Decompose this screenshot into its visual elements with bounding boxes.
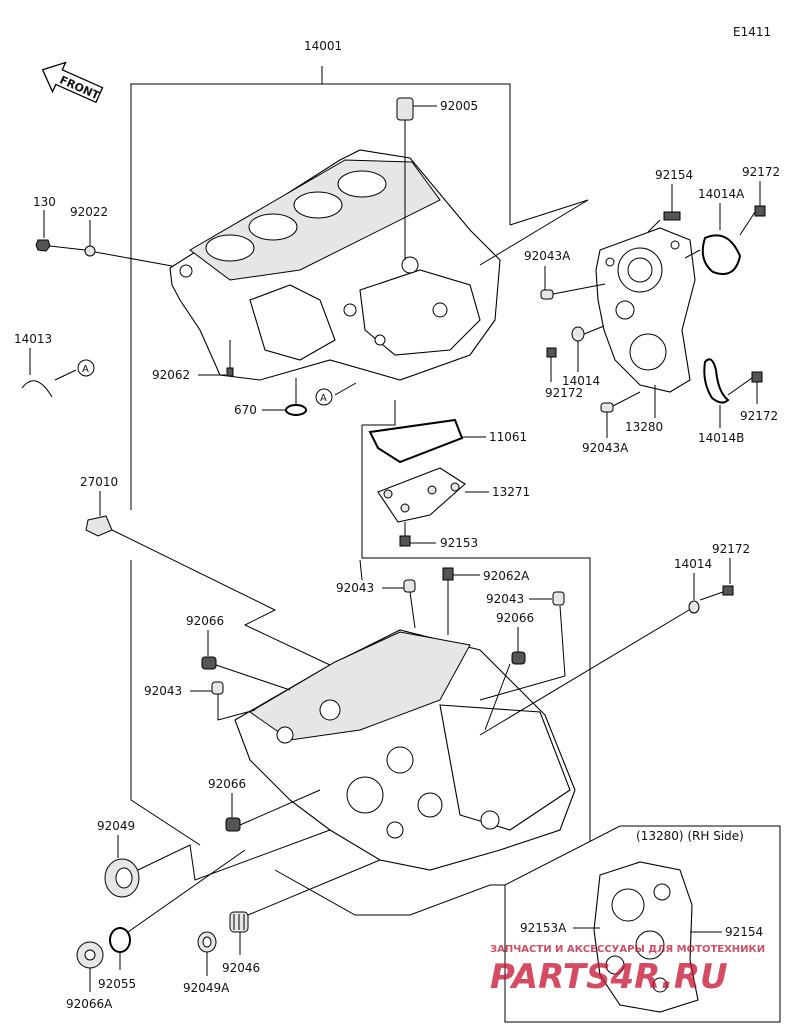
screw-92172-b — [546, 347, 557, 358]
o-ring-92055 — [109, 927, 131, 953]
label-130: 130 — [33, 195, 56, 209]
o-ring-670 — [285, 404, 307, 416]
label-92062: 92062 — [152, 368, 190, 382]
dowel-92062 — [226, 367, 234, 377]
inset-title: (13280) (RH Side) — [636, 829, 744, 843]
label-92043-b: 92043 — [486, 592, 524, 606]
label-92154-b: 92154 — [725, 925, 763, 939]
label-92062A: 92062A — [483, 569, 530, 583]
label-92172-d: 92172 — [712, 542, 750, 556]
label-92043A-bottom: 92043A — [582, 441, 629, 455]
bolt-130 — [35, 239, 51, 252]
label-92046: 92046 — [222, 961, 260, 975]
label-14014A: 14014A — [698, 187, 745, 201]
label-92153: 92153 — [440, 536, 478, 550]
plate-13271 — [377, 467, 466, 523]
bolt-92154 — [647, 211, 681, 233]
label-11061: 11061 — [489, 430, 527, 444]
ref-letter-a2: A — [320, 393, 327, 404]
oil-seal-92049A — [197, 931, 217, 953]
screw-92172-d — [722, 585, 734, 596]
inset-rh-side: (13280) (RH Side) 92153A 92154 — [504, 825, 781, 1023]
switch-27010 — [85, 515, 113, 537]
screw-92172-c — [751, 371, 763, 383]
upper-crankcase-frame — [130, 66, 511, 510]
screw-92172-a — [754, 205, 766, 217]
label-14013: 14013 — [14, 332, 52, 346]
grommet-92066-a — [201, 656, 217, 670]
cover-gasket-14014B — [703, 358, 730, 404]
label-27010: 27010 — [80, 475, 118, 489]
oil-seal-92049 — [104, 858, 140, 898]
ref-circle-a2 — [315, 388, 333, 406]
right-cover-13280 — [595, 227, 696, 393]
dowel-92043-c — [211, 681, 224, 695]
grommet-92066-b — [511, 651, 526, 665]
seal-14014-b — [688, 600, 700, 614]
dowel-92043A-top — [540, 289, 554, 300]
label-92022: 92022 — [70, 205, 108, 219]
dowel-92043A-bottom — [600, 402, 614, 413]
lower-crankcase — [234, 629, 576, 871]
label-92066-a: 92066 — [186, 614, 224, 628]
label-92172-b: 92172 — [545, 386, 583, 400]
label-13280: 13280 — [625, 420, 663, 434]
label-670: 670 — [234, 403, 257, 417]
label-14014B: 14014B — [698, 431, 744, 445]
ref-circle-a1 — [77, 359, 95, 377]
gasket-11061 — [368, 418, 464, 464]
label-92055: 92055 — [98, 977, 136, 991]
bearing-insert-14013 — [21, 380, 53, 398]
label-14001: 14001 — [304, 39, 342, 53]
label-92043-a: 92043 — [336, 581, 374, 595]
seal-14014-a — [571, 326, 585, 342]
dowel-92043-a — [403, 579, 416, 593]
label-14014-b: 14014 — [674, 557, 712, 571]
part-92005 — [396, 97, 437, 260]
dowel-92043-b — [552, 591, 565, 606]
label-14014-a: 14014 — [562, 374, 600, 388]
label-92049: 92049 — [97, 819, 135, 833]
needle-bearing-92046 — [229, 911, 249, 933]
watermark-line2: PARTS4R.RU — [490, 957, 728, 997]
dowel-92062A — [442, 567, 454, 581]
watermark: ЗАПЧАСТИ И АКСЕССУАРЫ ДЛЯ МОТОТЕХНИКИ PA… — [490, 944, 765, 997]
washer-92022 — [84, 245, 96, 257]
front-arrow-icon: FRONT — [41, 61, 104, 104]
watermark-line1: ЗАПЧАСТИ И АКСЕССУАРЫ ДЛЯ МОТОТЕХНИКИ — [490, 944, 765, 955]
bolt-92153 — [399, 535, 411, 547]
label-92066-b: 92066 — [496, 611, 534, 625]
label-92049A: 92049A — [183, 981, 230, 995]
cap-92066A — [76, 941, 104, 969]
label-92066-c: 92066 — [208, 777, 246, 791]
label-13271: 13271 — [492, 485, 530, 499]
label-92043-c: 92043 — [144, 684, 182, 698]
cover-gasket-14014A — [701, 234, 742, 275]
label-92172-a: 92172 — [742, 165, 780, 179]
label-92172-c: 92172 — [740, 409, 778, 423]
label-92043A-top: 92043A — [524, 249, 571, 263]
label-92154: 92154 — [655, 168, 693, 182]
upper-crankcase-14001 — [169, 149, 501, 381]
grommet-92066-c — [225, 817, 241, 832]
ref-letter-a1: A — [82, 364, 89, 375]
label-92153A: 92153A — [520, 921, 567, 935]
label-92005: 92005 — [440, 99, 478, 113]
label-92066A: 92066A — [66, 997, 113, 1011]
diagram-code: E1411 — [733, 25, 771, 39]
